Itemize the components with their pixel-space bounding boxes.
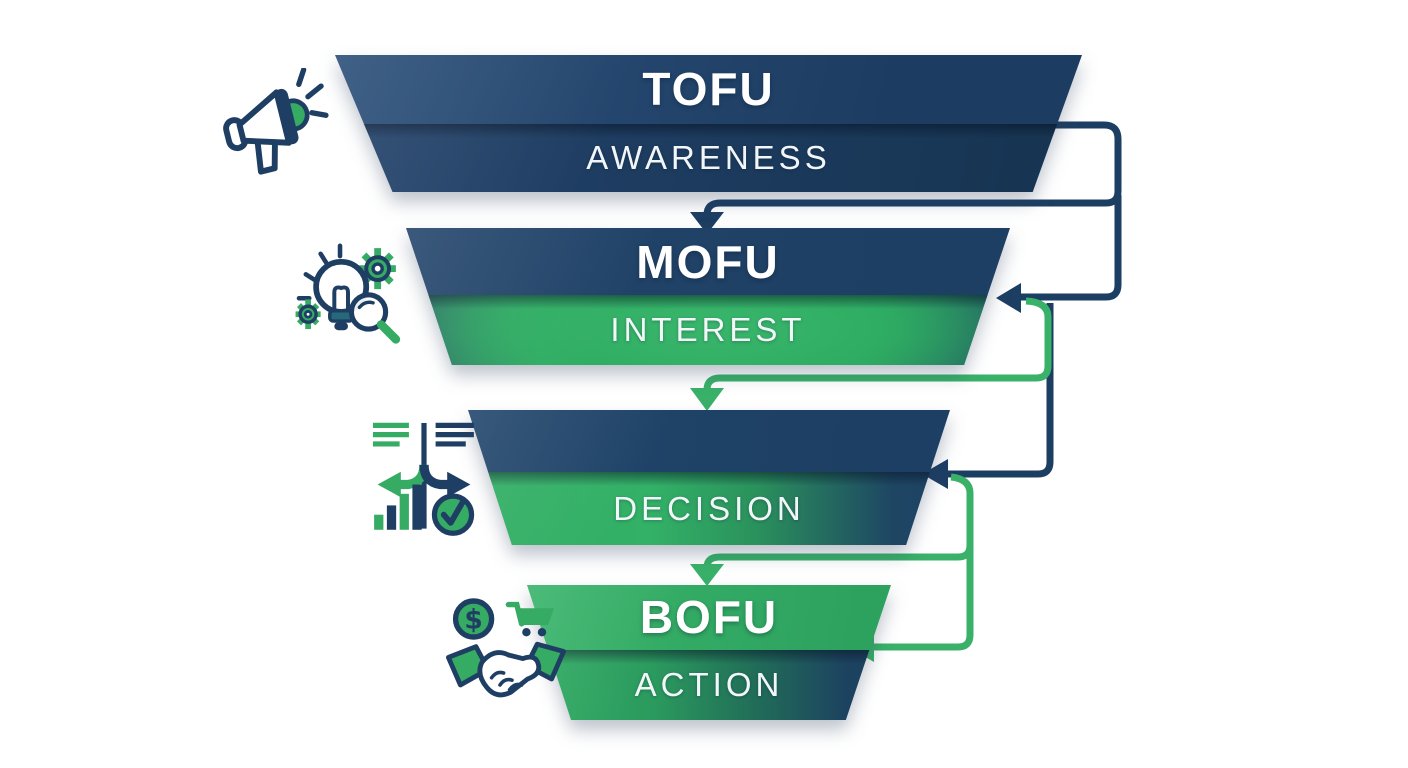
funnel-tier-tofu: TOFU AWARENESS — [335, 55, 1082, 192]
action-label: ACTION — [634, 665, 784, 703]
funnel-tier-bofu: BOFU ACTION — [527, 585, 891, 720]
awareness-label: AWARENESS — [586, 138, 831, 176]
arrowhead-down-mofu — [690, 212, 724, 234]
decision-analysis-icon — [372, 422, 475, 536]
arrow-line-into-bofu-side — [874, 546, 974, 651]
arrow-line-into-mofu-side — [1021, 195, 1122, 301]
purchase-handshake-icon: $ — [446, 598, 566, 698]
mofu-stage-band: INTEREST — [406, 295, 1010, 365]
arrow-line-mofu-exit — [703, 297, 1052, 391]
arrowhead-down-bofu — [690, 564, 724, 586]
funnel-tier-decision: DECISION — [468, 410, 950, 545]
mofu-code-band: MOFU — [406, 228, 1010, 296]
idea-research-icon — [295, 243, 401, 344]
decision-code-band — [468, 410, 950, 473]
tofu-code-band: TOFU — [335, 55, 1082, 124]
decision-stage-band: DECISION — [468, 472, 950, 545]
tofu-stage-band: AWARENESS — [335, 123, 1082, 192]
svg-text:$: $ — [464, 605, 482, 636]
megaphone-icon — [223, 68, 329, 175]
decision-label: DECISION — [613, 489, 805, 527]
funnel-tier-mofu: MOFU INTEREST — [406, 228, 1010, 365]
arrowhead-down-decision — [690, 388, 724, 411]
mofu-label: MOFU — [636, 235, 780, 288]
tofu-label: TOFU — [642, 63, 775, 116]
bofu-stage-band: ACTION — [527, 649, 891, 720]
bofu-code-band: BOFU — [527, 585, 891, 650]
arrow-line-into-decision-side — [948, 303, 1054, 478]
interest-label: INTEREST — [610, 311, 806, 349]
bofu-label: BOFU — [639, 591, 779, 644]
